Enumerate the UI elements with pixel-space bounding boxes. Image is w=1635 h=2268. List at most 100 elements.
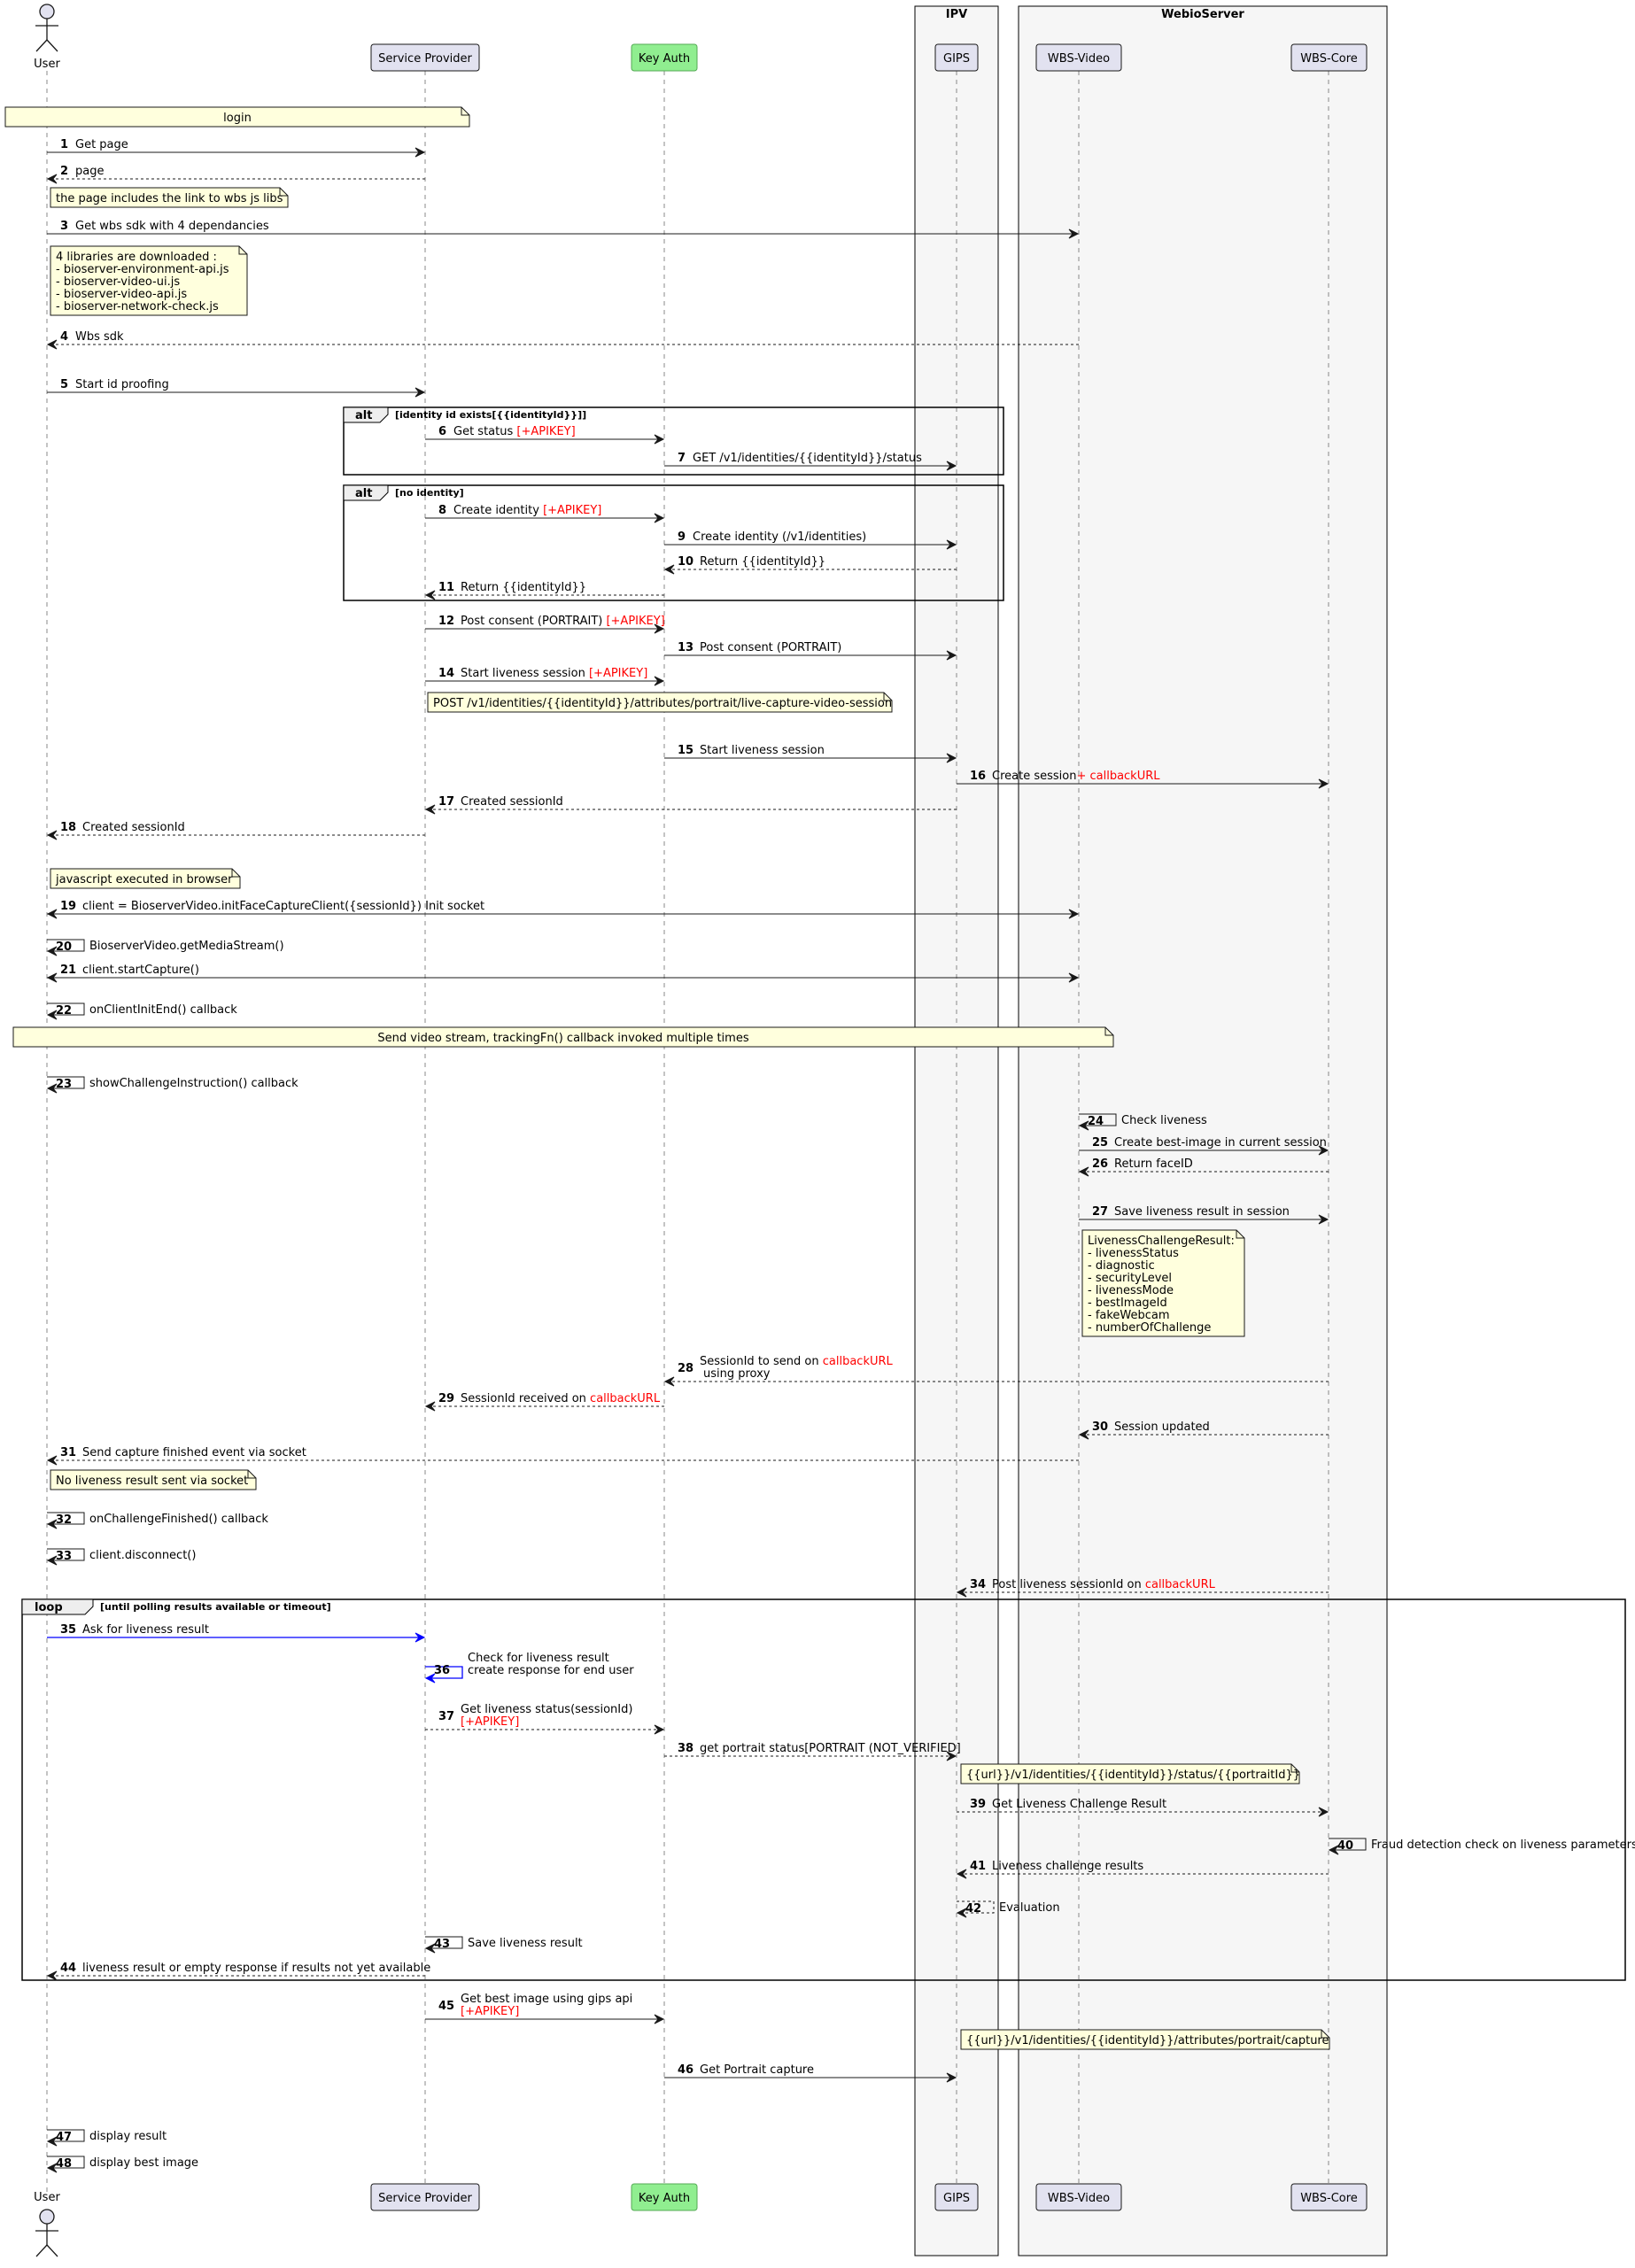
message-number: 39 — [970, 1798, 986, 1811]
arrow-head — [956, 1587, 967, 1598]
message-label: Check liveness — [1121, 1114, 1207, 1127]
actor-user-top — [35, 4, 58, 52]
self-message-line — [957, 1900, 995, 1914]
message-text: Get page — [75, 138, 128, 151]
message-text: Create best-image in current session — [1114, 1136, 1327, 1149]
message-number: 38 — [678, 1742, 694, 1755]
message-label: GET /v1/identities/{{identityId}}/status — [693, 452, 922, 465]
message-label: client.disconnect() — [89, 1549, 196, 1562]
message-label-line2: using proxy — [703, 1367, 771, 1381]
message-number: 40 — [1337, 1839, 1353, 1853]
message-number: 24 — [1088, 1115, 1104, 1128]
message-text: Return {{identityId}} — [461, 581, 586, 594]
message-36 — [425, 1666, 463, 1679]
note-line: - fakeWebcam — [1088, 1309, 1170, 1322]
message-text: Save liveness result in session — [1114, 1205, 1290, 1219]
arrow-head — [654, 513, 665, 523]
message-number: 41 — [970, 1860, 986, 1873]
message-number: 4 — [60, 330, 68, 344]
message-43 — [425, 1936, 463, 1949]
message-highlight: [+APIKEY] — [589, 667, 647, 680]
message-text: get portrait status[PORTRAIT (NOT_VERIFI… — [700, 1742, 961, 1755]
frame-condition: [identity id exists[{{identityId}}]] — [395, 409, 586, 421]
message-text: Ask for liveness result — [82, 1623, 209, 1637]
message-label: BioserverVideo.getMediaStream() — [89, 940, 284, 953]
message-label: onClientInitEnd() callback — [89, 1003, 237, 1017]
message-42 — [957, 1900, 995, 1914]
message-text: Create identity — [453, 504, 543, 517]
message-text: Start liveness session — [461, 667, 589, 680]
participant-core-top — [1290, 43, 1368, 72]
note-line: {{url}}/v1/identities/{{identityId}}/att… — [966, 2034, 1329, 2047]
message-number: 47 — [56, 2131, 72, 2144]
participant-core-bottom — [1290, 2183, 1368, 2211]
message-number: 35 — [60, 1623, 76, 1637]
note-line: - diagnostic — [1088, 1259, 1155, 1273]
participant-video-top — [1035, 43, 1122, 72]
message-24 — [1079, 1113, 1117, 1126]
note-line: 4 libraries are downloaded : — [56, 251, 217, 264]
arrow-head — [46, 2136, 58, 2147]
message-number: 2 — [60, 165, 68, 178]
message-number: 36 — [434, 1664, 450, 1677]
message-text: Created sessionId — [82, 821, 185, 834]
arrow-head — [46, 909, 58, 919]
message-text: client = BioserverVideo.initFaceCaptureC… — [82, 900, 484, 913]
message-number: 3 — [60, 220, 68, 233]
message-label: Evaluation — [999, 1901, 1060, 1915]
note — [50, 868, 241, 889]
message-number: 13 — [678, 641, 694, 654]
message-highlight: + callbackURL — [1076, 770, 1160, 783]
participant-label: WBS-Core — [1300, 52, 1358, 66]
message-number: 32 — [56, 1513, 72, 1527]
message-number: 14 — [438, 667, 454, 680]
arrow-head — [1318, 778, 1329, 789]
message-number: 15 — [678, 744, 694, 757]
message-33 — [47, 1548, 85, 1561]
message-number: 8 — [438, 504, 446, 517]
note — [50, 245, 248, 316]
arrow-head — [946, 461, 957, 471]
message-label: Get page — [75, 138, 128, 151]
message-number: 12 — [438, 615, 454, 628]
arrow-head — [654, 676, 665, 686]
arrow-head — [46, 2163, 58, 2173]
message-text: SessionId received on — [461, 1392, 590, 1405]
frame-tab — [21, 1598, 94, 1615]
arrow-head — [654, 623, 665, 634]
participant-label: WBS-Core — [1300, 2192, 1358, 2205]
self-message-line — [1329, 1838, 1367, 1851]
note — [427, 692, 893, 713]
note — [4, 106, 470, 128]
message-20 — [47, 939, 85, 952]
note — [1081, 1229, 1245, 1337]
message-label: Save liveness result in session — [1114, 1205, 1290, 1219]
message-text: Post liveness sessionId on — [992, 1578, 1145, 1591]
message-23 — [47, 1076, 85, 1089]
note-line: - bioserver-environment-api.js — [56, 263, 229, 276]
message-text: Return {{identityId}} — [700, 555, 825, 569]
message-highlight: [+APIKEY] — [516, 425, 575, 438]
arrow-head — [946, 650, 957, 661]
message-label: Session updated — [1114, 1420, 1210, 1434]
message-highlight: [+APIKEY] — [606, 615, 664, 628]
participant-gips-top — [934, 43, 979, 72]
message-text: Start liveness session — [700, 744, 825, 757]
arrow-head — [46, 1970, 58, 1981]
message-label: Post consent (PORTRAIT) [+APIKEY] — [461, 615, 665, 628]
self-message-line — [47, 1002, 85, 1016]
arrow-head — [1318, 1214, 1329, 1225]
message-22 — [47, 1002, 85, 1016]
message-label: Post consent (PORTRAIT) — [700, 641, 841, 654]
message-number: 48 — [56, 2157, 72, 2171]
message-label: Return {{identityId}} — [700, 555, 825, 569]
arrow-head — [46, 174, 58, 184]
note-line: - bestImageId — [1088, 1297, 1167, 1310]
arrow-head — [654, 434, 665, 445]
message-highlight-line2: [+APIKEY] — [461, 2005, 519, 2018]
message-text: Liveness challenge results — [992, 1860, 1143, 1873]
arrow-head — [46, 1555, 58, 1566]
message-label: Start liveness session — [700, 744, 825, 757]
message-number: 29 — [438, 1392, 454, 1405]
message-label: Created sessionId — [461, 795, 563, 809]
